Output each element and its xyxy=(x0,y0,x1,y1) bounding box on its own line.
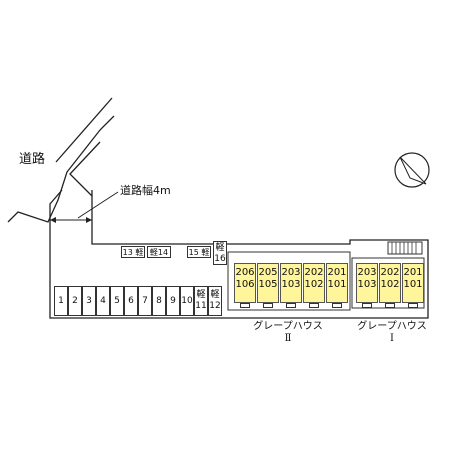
parking-slot: 8 xyxy=(152,286,166,316)
unit-entrance-marker xyxy=(332,303,342,308)
road-width-leader xyxy=(77,191,119,219)
unit-entrance-marker xyxy=(385,303,395,308)
unit-lower-number: 102 xyxy=(380,279,400,290)
parking-slot: 3 xyxy=(82,286,96,316)
unit-upper-number: 203 xyxy=(281,267,301,278)
road-edge-left xyxy=(7,115,115,223)
building-2-unit: 206 106 xyxy=(234,263,256,303)
building-1-numeral: Ⅰ xyxy=(390,333,394,344)
road-label: 道路 xyxy=(19,152,46,167)
building-1-unit: 203 103 xyxy=(356,263,378,303)
parking-slot-kei-label: 軽 xyxy=(215,243,225,253)
unit-lower-number: 102 xyxy=(304,279,324,290)
unit-upper-number: 202 xyxy=(380,267,400,278)
parking-slot-number: 12 xyxy=(209,301,221,311)
unit-upper-number: 205 xyxy=(258,267,278,278)
parking-slot-14: 軽14 xyxy=(147,246,171,258)
road-edge-outer xyxy=(55,97,113,163)
parking-slot: 2 xyxy=(68,286,82,316)
parking-slot: 10 xyxy=(180,286,194,316)
parking-slot: 4 xyxy=(96,286,110,316)
parking-slot-number: 11 xyxy=(195,301,207,311)
road-edge-right xyxy=(69,141,101,197)
parking-slot: 1 xyxy=(54,286,68,316)
parking-slot-number: 16 xyxy=(214,254,226,264)
road-width-arrow-right xyxy=(86,217,92,223)
building-2-unit: 201 101 xyxy=(326,263,348,303)
unit-upper-number: 206 xyxy=(235,267,255,278)
parking-slot-kei-label: 軽 xyxy=(210,290,220,300)
building-2-outline xyxy=(227,251,351,311)
unit-upper-number: 203 xyxy=(357,267,377,278)
staircase-icon xyxy=(387,241,423,255)
unit-upper-number: 202 xyxy=(304,267,324,278)
building-2-unit: 202 102 xyxy=(303,263,325,303)
parking-slot-kei-16: 軽 16 xyxy=(213,241,227,265)
building-1-label: グレープハウス Ⅰ xyxy=(350,322,434,344)
parking-slot: 7 xyxy=(138,286,152,316)
building-2-name: グレープハウス xyxy=(253,321,323,332)
unit-entrance-marker xyxy=(309,303,319,308)
parking-slot-15: 15 軽 xyxy=(187,246,211,258)
parking-slot-kei-12: 軽 12 xyxy=(208,286,222,316)
unit-lower-number: 103 xyxy=(357,279,377,290)
building-1-unit: 201 101 xyxy=(402,263,424,303)
building-1-outline xyxy=(351,257,425,309)
road-width-arrow-left xyxy=(50,217,56,223)
unit-entrance-marker xyxy=(263,303,273,308)
unit-entrance-marker xyxy=(408,303,418,308)
building-1-name: グレープハウス xyxy=(357,321,427,332)
unit-upper-number: 201 xyxy=(327,267,347,278)
unit-lower-number: 105 xyxy=(258,279,278,290)
north-arrow-icon xyxy=(394,152,430,188)
building-2-label: グレープハウス Ⅱ xyxy=(248,322,328,344)
parking-slot-13: 13 軽 xyxy=(121,246,145,258)
building-2-unit: 203 103 xyxy=(280,263,302,303)
unit-lower-number: 101 xyxy=(327,279,347,290)
unit-entrance-marker xyxy=(362,303,372,308)
building-2-unit: 205 105 xyxy=(257,263,279,303)
site-boundary xyxy=(49,189,429,319)
road-width-label: 道路幅4m xyxy=(120,184,171,197)
parking-slot-kei-11: 軽 11 xyxy=(194,286,208,316)
parking-slot: 9 xyxy=(166,286,180,316)
building-2-numeral: Ⅱ xyxy=(284,333,292,344)
unit-lower-number: 101 xyxy=(403,279,423,290)
unit-lower-number: 103 xyxy=(281,279,301,290)
unit-entrance-marker xyxy=(286,303,296,308)
parking-slot-kei-label: 軽 xyxy=(196,290,206,300)
unit-upper-number: 201 xyxy=(403,267,423,278)
unit-lower-number: 106 xyxy=(235,279,255,290)
parking-slot: 5 xyxy=(110,286,124,316)
unit-entrance-marker xyxy=(240,303,250,308)
parking-slot: 6 xyxy=(124,286,138,316)
building-1-unit: 202 102 xyxy=(379,263,401,303)
